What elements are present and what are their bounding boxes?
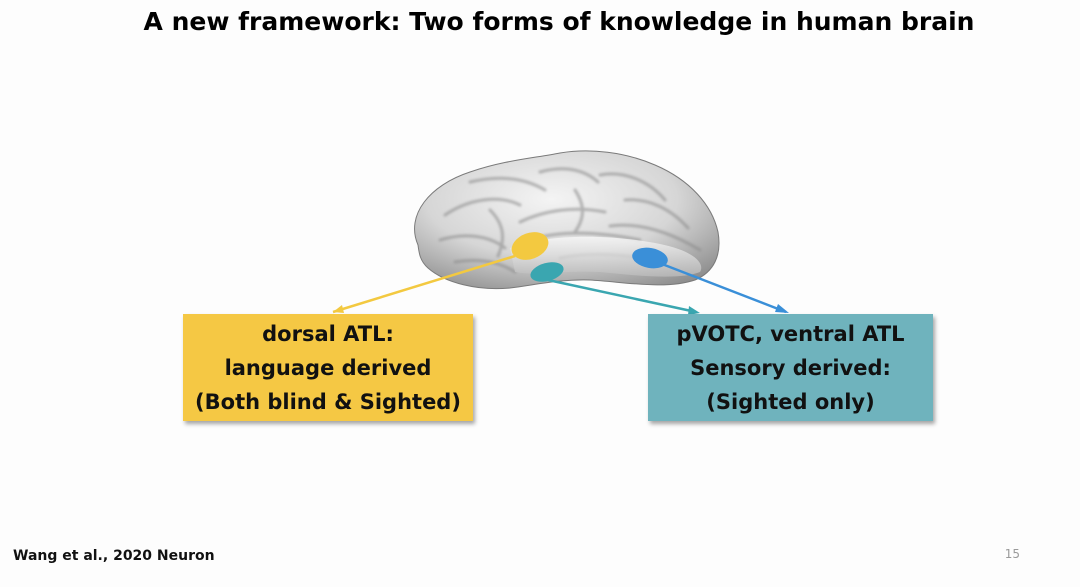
ventral-atl-region [530,262,564,282]
dorsal-atl-box: dorsal ATL: language derived (Both blind… [183,314,473,421]
dorsal-atl-region [511,232,549,260]
slide-title: A new framework: Two forms of knowledge … [143,7,975,36]
arrow-pvotc [661,262,789,314]
dorsal-box-line-2: language derived [224,355,432,380]
ventral-atl-box: pVOTC, ventral ATL Sensory derived: (Sig… [648,314,933,421]
pvotc-region [632,247,668,269]
arrow-dorsal [332,254,516,314]
arrow-ventral [547,278,700,315]
ventral-box-line-2: Sensory derived: [690,355,891,380]
ventral-box-line-3: (Sighted only) [706,389,875,414]
citation: Wang et al., 2020 Neuron [13,548,215,564]
dorsal-box-line-1: dorsal ATL: [262,321,394,346]
dorsal-box-line-3: (Both blind & Sighted) [195,389,461,414]
page-number: 15 [1004,547,1020,561]
ventral-box-line-1: pVOTC, ventral ATL [676,321,905,346]
